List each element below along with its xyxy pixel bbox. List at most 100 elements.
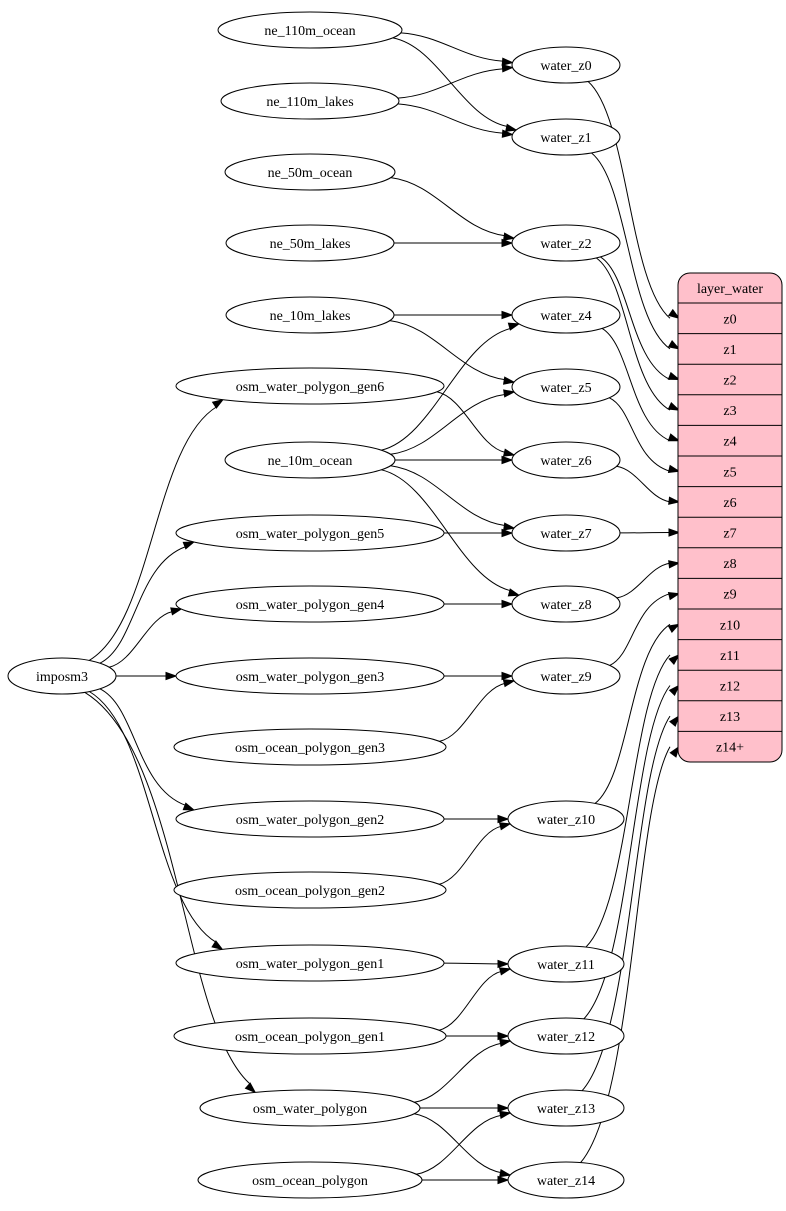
edge-osm_ocean_polygon_gen3-water_z9	[439, 679, 516, 742]
edge-water_z14-z14+	[580, 745, 680, 1163]
node-ne_110m_ocean-shape	[217, 11, 403, 49]
node-osm_water_polygon_gen6-label: osm_water_polygon_gen6	[236, 380, 385, 395]
arrowhead-icon	[499, 1038, 512, 1047]
edge-ne_10m_ocean-water_z7	[390, 465, 516, 531]
arrowhead-icon	[667, 433, 681, 442]
edge-water_z9-z9	[609, 592, 681, 666]
record-row-z7: z7	[723, 527, 736, 542]
arrowhead-icon	[668, 684, 681, 696]
record-row-z8: z8	[723, 557, 736, 572]
edge-ne_50m_lakes-water_z2	[394, 238, 514, 248]
edge-imposm3-osm_water_polygon_gen6	[88, 398, 225, 661]
arrowhead-icon	[165, 671, 178, 681]
edge-ne_10m_ocean-water_z4-line	[381, 327, 512, 451]
record-row-z10: z10	[720, 618, 740, 633]
node-ne_10m_ocean-label: ne_10m_ocean	[268, 454, 353, 469]
node-osm_water_polygon_gen6: osm_water_polygon_gen6	[175, 367, 445, 405]
node-ne_50m_ocean: ne_50m_ocean	[224, 153, 396, 191]
arrowhead-icon	[182, 541, 196, 550]
edge-water_z6-z6	[616, 465, 681, 505]
node-water_z9-shape	[511, 657, 621, 695]
node-water_z14: water_z14	[507, 1161, 625, 1199]
edge-osm_water_polygon-water_z14-line	[414, 1113, 502, 1174]
record-row-z14+: z14+	[716, 741, 744, 756]
edge-water_z11-z11-line	[585, 654, 671, 948]
arrowhead-icon	[501, 671, 514, 681]
node-osm_water_polygon_gen3-shape	[175, 657, 445, 695]
arrowhead-icon	[668, 496, 681, 505]
record-row-z3: z3	[723, 404, 736, 419]
arrowhead-icon	[182, 802, 196, 811]
edge-osm_ocean_polygon_gen3-water_z9-line	[439, 682, 506, 742]
edge-water_z11-z11	[585, 653, 681, 948]
arrowhead-icon	[501, 310, 514, 320]
arrowhead-icon	[497, 1103, 510, 1113]
edge-osm_water_polygon-water_z12	[414, 1038, 512, 1103]
arrowhead-icon	[667, 623, 681, 633]
node-ne_50m_lakes: ne_50m_lakes	[225, 224, 395, 262]
edge-ne_110m_lakes-water_z1-line	[397, 103, 504, 134]
record-layer-water: layer_waterz0z1z2z3z4z5z6z7z8z9z10z11z12…	[677, 272, 783, 763]
arrowhead-icon	[497, 959, 510, 969]
edge-water_z10-z10-line	[594, 623, 671, 804]
edge-water_z0-z0-line	[587, 81, 671, 319]
edge-ne_110m_lakes-water_z0	[397, 64, 515, 99]
edge-water_z2-z3	[595, 257, 681, 411]
edge-water_z6-z6-line	[616, 465, 671, 503]
node-ne_110m_ocean: ne_110m_ocean	[217, 11, 403, 49]
edge-ne_110m_lakes-water_z0-line	[397, 68, 504, 99]
arrowhead-icon	[507, 588, 521, 597]
node-water_z11-shape	[507, 945, 625, 983]
edge-osm_water_polygon_gen2-water_z10	[443, 814, 510, 824]
edge-water_z2-z2	[600, 256, 681, 381]
node-osm_ocean_polygon_gen1-shape	[173, 1017, 447, 1055]
edge-ne_110m_ocean-water_z1-line	[392, 37, 508, 128]
arrowhead-icon	[501, 599, 514, 609]
edge-osm_water_polygon_gen6-water_z6-line	[436, 391, 506, 453]
node-water_z4-shape	[511, 296, 621, 334]
edge-osm_water_polygon_gen6-water_z6	[436, 391, 516, 457]
edge-ne_10m_lakes-water_z5	[389, 320, 516, 385]
arrowhead-icon	[667, 592, 681, 601]
edge-osm_water_polygon-water_z14	[414, 1113, 512, 1178]
arrowhead-icon	[668, 560, 681, 569]
record-row-z0: z0	[723, 312, 736, 327]
edge-water_z9-z9-line	[609, 593, 671, 666]
node-ne_10m_lakes-label: ne_10m_lakes	[270, 309, 351, 324]
node-water_z5-label: water_z5	[540, 381, 591, 396]
node-osm_water_polygon_gen2: osm_water_polygon_gen2	[175, 800, 445, 838]
arrowhead-icon	[499, 1110, 512, 1119]
node-ne_110m_lakes-label: ne_110m_lakes	[266, 95, 353, 110]
arrowhead-icon	[501, 455, 514, 465]
node-water_z0-shape	[511, 46, 621, 84]
edges-layer	[84, 32, 681, 1185]
record-row-z13: z13	[720, 710, 740, 725]
node-water_z5: water_z5	[511, 368, 621, 406]
arrowhead-icon	[669, 714, 680, 727]
node-water_z13-shape	[507, 1089, 625, 1127]
arrowhead-icon	[497, 1175, 510, 1185]
edge-imposm3-osm_water_polygon_gen5-line	[99, 546, 187, 664]
node-osm_ocean_polygon_gen2-shape	[173, 871, 447, 909]
node-osm_ocean_polygon-label: osm_ocean_polygon	[252, 1174, 368, 1189]
arrowhead-icon	[503, 232, 516, 241]
edge-osm_ocean_polygon_gen1-water_z11-line	[438, 970, 502, 1031]
node-water_z12-shape	[507, 1017, 625, 1055]
edge-osm_water_polygon-water_z13	[420, 1103, 510, 1113]
node-water_z1: water_z1	[511, 118, 621, 156]
arrowhead-icon	[503, 389, 516, 398]
nodes-layer: imposm3ne_110m_oceanne_110m_lakesne_50m_…	[7, 11, 783, 1199]
edge-ne_110m_ocean-water_z0	[400, 32, 515, 66]
edge-osm_ocean_polygon-water_z14	[422, 1175, 510, 1185]
node-osm_water_polygon_gen1-shape	[175, 944, 445, 982]
node-ne_50m_lakes-label: ne_50m_lakes	[270, 237, 351, 252]
node-osm_water_polygon_gen2-label: osm_water_polygon_gen2	[236, 813, 385, 828]
edge-imposm3-osm_water_polygon_gen4-line	[108, 611, 173, 668]
edge-water_z8-z8-line	[616, 562, 671, 599]
edge-ne_110m_ocean-water_z0-line	[400, 32, 504, 62]
arrowhead-icon	[501, 238, 514, 248]
arrowhead-icon	[507, 322, 521, 331]
node-water_z0-label: water_z0	[540, 59, 591, 74]
record-row-z5: z5	[723, 465, 736, 480]
edge-ne_10m_lakes-water_z4	[394, 310, 514, 320]
